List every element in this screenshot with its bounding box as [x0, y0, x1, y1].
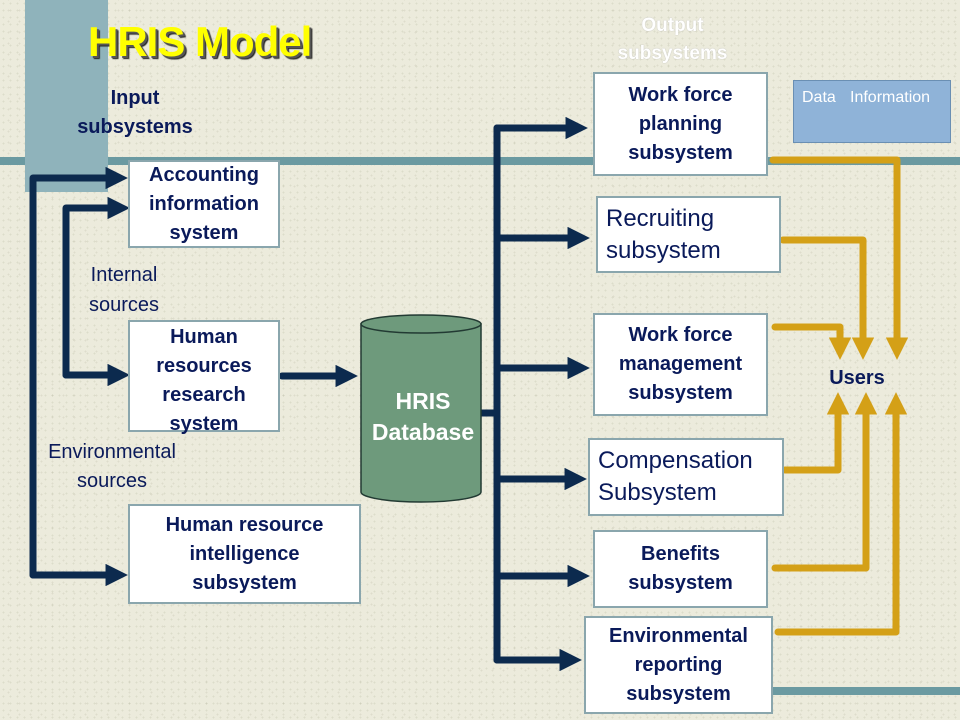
info-environmental-to-users	[774, 392, 908, 636]
info-management-to-users	[771, 323, 852, 360]
accounting-information-system-box: Accounting information system	[128, 160, 280, 248]
hr-research-system-box: Human resources research system	[128, 320, 280, 435]
legend-data-label: Data	[802, 89, 836, 106]
internal-sources-label: Internal sources	[88, 264, 160, 316]
hr-research-system-text: Human resources research system	[156, 326, 252, 435]
benefits-subsystem-text: Benefits subsystem	[628, 543, 733, 594]
arrow-environmental-to-accounting	[29, 178, 110, 579]
arrow-internal-to-accounting	[62, 208, 112, 379]
background-stripe-bottom	[770, 687, 960, 695]
legend-information-label: Information	[850, 89, 931, 106]
hr-intelligence-subsystem-box: Human resource intelligence subsystem	[128, 504, 361, 604]
page-title: HRIS Model	[88, 18, 312, 65]
hr-intelligence-subsystem-text: Human resource intelligence subsystem	[165, 513, 324, 594]
info-planning-to-users	[769, 156, 909, 360]
info-recruiting-to-users	[779, 236, 875, 360]
environmental-reporting-subsystem-box: Environmental reporting subsystem	[584, 616, 773, 714]
workforce-management-subsystem-box: Work force management subsystem	[593, 313, 768, 416]
workforce-planning-subsystem-text: Work force planning subsystem	[628, 83, 733, 164]
compensation-subsystem-box: Compensation Subsystem	[588, 438, 784, 516]
info-compensation-to-users	[781, 392, 850, 474]
hris-database-label: HRIS Database	[371, 388, 475, 446]
accounting-information-system-text: Accounting information system	[149, 163, 259, 244]
input-subsystems-label: Input subsystems	[77, 87, 193, 138]
compensation-subsystem-text: Compensation Subsystem	[598, 447, 753, 506]
info-benefits-to-users	[771, 392, 878, 572]
legend: Data Information	[793, 80, 951, 143]
output-subsystems-label: Output subsystems	[617, 15, 728, 64]
hris-database-cylinder	[360, 314, 482, 503]
recruiting-subsystem-text: Recruiting subsystem	[606, 204, 721, 264]
benefits-subsystem-box: Benefits subsystem	[593, 530, 768, 608]
background-stripe-top	[0, 157, 960, 165]
environmental-sources-label: Environmental sources	[48, 441, 176, 492]
recruiting-subsystem-box: Recruiting subsystem	[596, 196, 781, 273]
workforce-management-subsystem-text: Work force management subsystem	[618, 324, 743, 404]
users-label: Users	[829, 367, 885, 389]
environmental-reporting-subsystem-text: Environmental reporting subsystem	[609, 624, 748, 705]
workforce-planning-subsystem-box: Work force planning subsystem	[593, 72, 768, 176]
